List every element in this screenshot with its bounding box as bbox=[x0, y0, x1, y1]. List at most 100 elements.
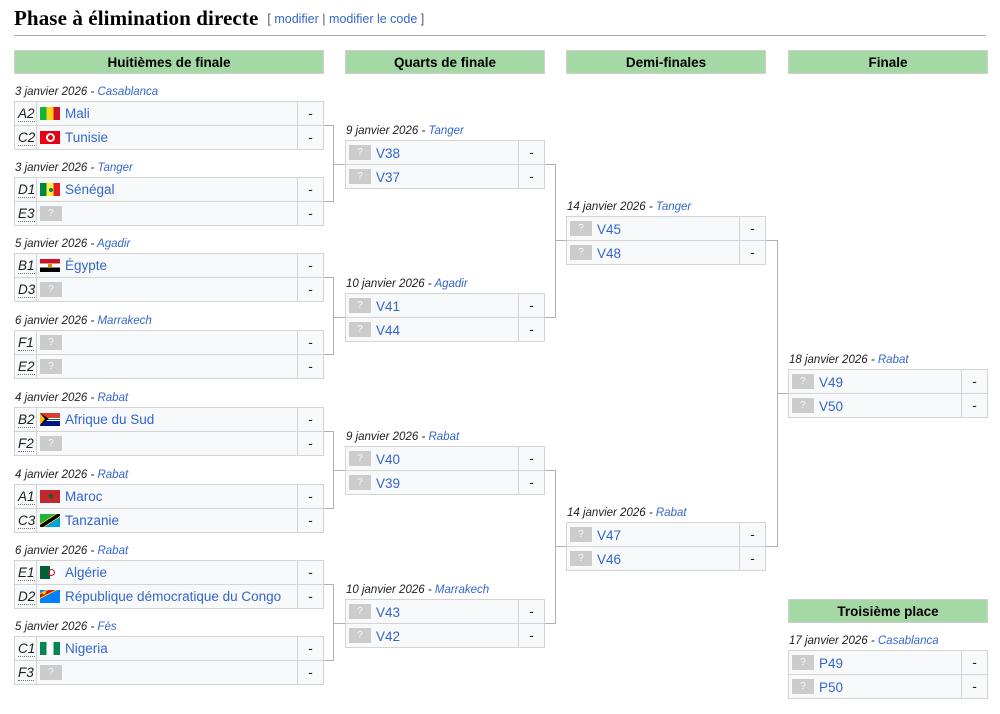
match-row: ?V44- bbox=[345, 317, 545, 342]
team-name-link[interactable]: V44 bbox=[376, 322, 401, 338]
match-row: ?P49- bbox=[788, 650, 988, 675]
team-score: - bbox=[297, 431, 324, 456]
match-venue-link[interactable]: Casablanca bbox=[877, 635, 939, 647]
team-name-link[interactable]: V39 bbox=[376, 475, 401, 491]
team-seed: A2 bbox=[14, 101, 37, 126]
team-name-link[interactable]: Tanzanie bbox=[65, 513, 120, 528]
match-venue-link[interactable]: Marrakech bbox=[97, 315, 152, 327]
placeholder-flag-icon: ? bbox=[792, 654, 814, 670]
team-name-link[interactable]: P49 bbox=[819, 655, 844, 671]
team-cell: ? P49 bbox=[788, 650, 962, 675]
team-name-link[interactable]: Tunisie bbox=[65, 130, 109, 145]
match-venue-link[interactable]: Tanger bbox=[428, 125, 464, 137]
team-cell: ?V40 bbox=[345, 446, 519, 471]
match-venue-link[interactable]: Marrakech bbox=[434, 584, 490, 596]
team-name-link[interactable]: V49 bbox=[819, 374, 844, 390]
match-date-venue: 5 janvier 2026 - Fès bbox=[14, 620, 324, 636]
match-venue-link[interactable]: Casablanca bbox=[97, 86, 159, 98]
team-name-link[interactable]: V41 bbox=[376, 298, 401, 314]
bracket-connector bbox=[333, 317, 345, 318]
placeholder-flag-icon: ? bbox=[792, 373, 814, 389]
team-name-link[interactable]: V47 bbox=[597, 527, 622, 543]
match-venue-link[interactable]: Tanger bbox=[655, 201, 692, 213]
team-seed: B2 bbox=[14, 407, 37, 432]
match-row: F2?- bbox=[14, 431, 324, 456]
team-name-link[interactable]: Afrique du Sud bbox=[65, 412, 155, 427]
team-cell: ★République démocratique du Congo bbox=[36, 584, 298, 609]
bracket-connector bbox=[766, 240, 777, 241]
team-name-link[interactable]: V50 bbox=[819, 398, 844, 414]
team-seed: F3 bbox=[14, 660, 37, 685]
flag-icon bbox=[40, 183, 60, 196]
match-venue-link[interactable]: Agadir bbox=[434, 278, 468, 290]
team-name-link[interactable]: V42 bbox=[376, 628, 401, 644]
team-name-link[interactable]: Nigeria bbox=[65, 641, 108, 656]
team-name-link[interactable]: Sénégal bbox=[65, 182, 115, 197]
team-cell: ? bbox=[36, 354, 298, 379]
placeholder-flag-icon: ? bbox=[40, 664, 62, 680]
team-name-link[interactable]: V46 bbox=[597, 551, 622, 567]
team-name-link[interactable]: V43 bbox=[376, 604, 401, 620]
team-name-link[interactable]: P50 bbox=[819, 679, 844, 695]
placeholder-flag-icon: ? bbox=[570, 244, 592, 260]
match-row: ?V41- bbox=[345, 293, 545, 318]
match-venue-link[interactable]: Rabat bbox=[655, 507, 687, 519]
match-date-venue: 14 janvier 2026 - Rabat bbox=[566, 506, 766, 522]
match-box: 18 janvier 2026 - Rabat?V49-?V50- bbox=[788, 353, 988, 418]
team-seed: C3 bbox=[14, 508, 37, 533]
match-date-venue: 9 janvier 2026 - Tanger bbox=[345, 124, 545, 140]
match-date-venue: 9 janvier 2026 - Rabat bbox=[345, 430, 545, 446]
match-table: ?V45-?V48- bbox=[566, 216, 766, 265]
match-venue-link[interactable]: Rabat bbox=[428, 431, 460, 443]
team-cell: ?P50 bbox=[788, 674, 962, 699]
match-row: F1?- bbox=[14, 330, 324, 355]
placeholder-flag-icon: ? bbox=[349, 168, 371, 184]
bracket-connector bbox=[324, 508, 333, 509]
placeholder-flag-icon: ? bbox=[792, 397, 814, 413]
round-header-qf: Quarts de finale bbox=[345, 50, 545, 74]
bracket-connector bbox=[333, 277, 334, 355]
bracket-connector bbox=[777, 393, 788, 394]
match-venue-link[interactable]: Tanger bbox=[97, 162, 133, 174]
bracket-connector bbox=[766, 546, 777, 547]
match-venue-link[interactable]: Rabat bbox=[97, 469, 129, 481]
match-venue-link[interactable]: Rabat bbox=[97, 545, 129, 557]
placeholder-flag-icon: ? bbox=[40, 334, 62, 350]
edit-link[interactable]: modifier bbox=[274, 12, 319, 26]
bracket-connector bbox=[555, 164, 556, 318]
match-date-venue: 5 janvier 2026 - Agadir bbox=[14, 237, 324, 253]
match-date: 10 janvier 2026 - bbox=[346, 584, 435, 596]
team-cell: ? bbox=[36, 660, 298, 685]
match-date: 3 janvier 2026 - bbox=[15, 86, 98, 98]
team-name-link[interactable]: V48 bbox=[597, 245, 622, 261]
team-name-link[interactable]: V40 bbox=[376, 451, 401, 467]
team-name-link[interactable]: V38 bbox=[376, 145, 401, 161]
team-cell: Tunisie bbox=[36, 125, 298, 150]
team-name-link[interactable]: Mali bbox=[65, 106, 90, 121]
match-box: 9 janvier 2026 - Rabat?V40-?V39- bbox=[345, 430, 545, 495]
placeholder-flag-icon: ? bbox=[40, 281, 62, 297]
team-name-link[interactable]: V37 bbox=[376, 169, 401, 185]
bracket-connector bbox=[333, 125, 334, 202]
flag-icon bbox=[40, 107, 60, 120]
team-name-link[interactable]: Maroc bbox=[65, 489, 103, 504]
match-box: 14 janvier 2026 - Tanger?V45-?V48- bbox=[566, 200, 766, 265]
edit-source-link[interactable]: modifier le code bbox=[329, 12, 418, 26]
team-name-link[interactable]: Algérie bbox=[65, 565, 108, 580]
team-name-link[interactable]: Égypte bbox=[65, 258, 108, 273]
bracket-connector bbox=[324, 201, 333, 202]
team-name-link[interactable]: République démocratique du Congo bbox=[65, 589, 282, 604]
team-score: - bbox=[297, 407, 324, 432]
match-venue-link[interactable]: Agadir bbox=[97, 238, 131, 250]
match-row: ?V38- bbox=[345, 140, 545, 165]
match-venue-link[interactable]: Rabat bbox=[877, 354, 909, 366]
match-venue-link[interactable]: Rabat bbox=[97, 392, 129, 404]
match-venue-link[interactable]: Fès bbox=[97, 621, 117, 633]
team-name-link[interactable]: V45 bbox=[597, 221, 622, 237]
team-seed: D3 bbox=[14, 277, 37, 302]
